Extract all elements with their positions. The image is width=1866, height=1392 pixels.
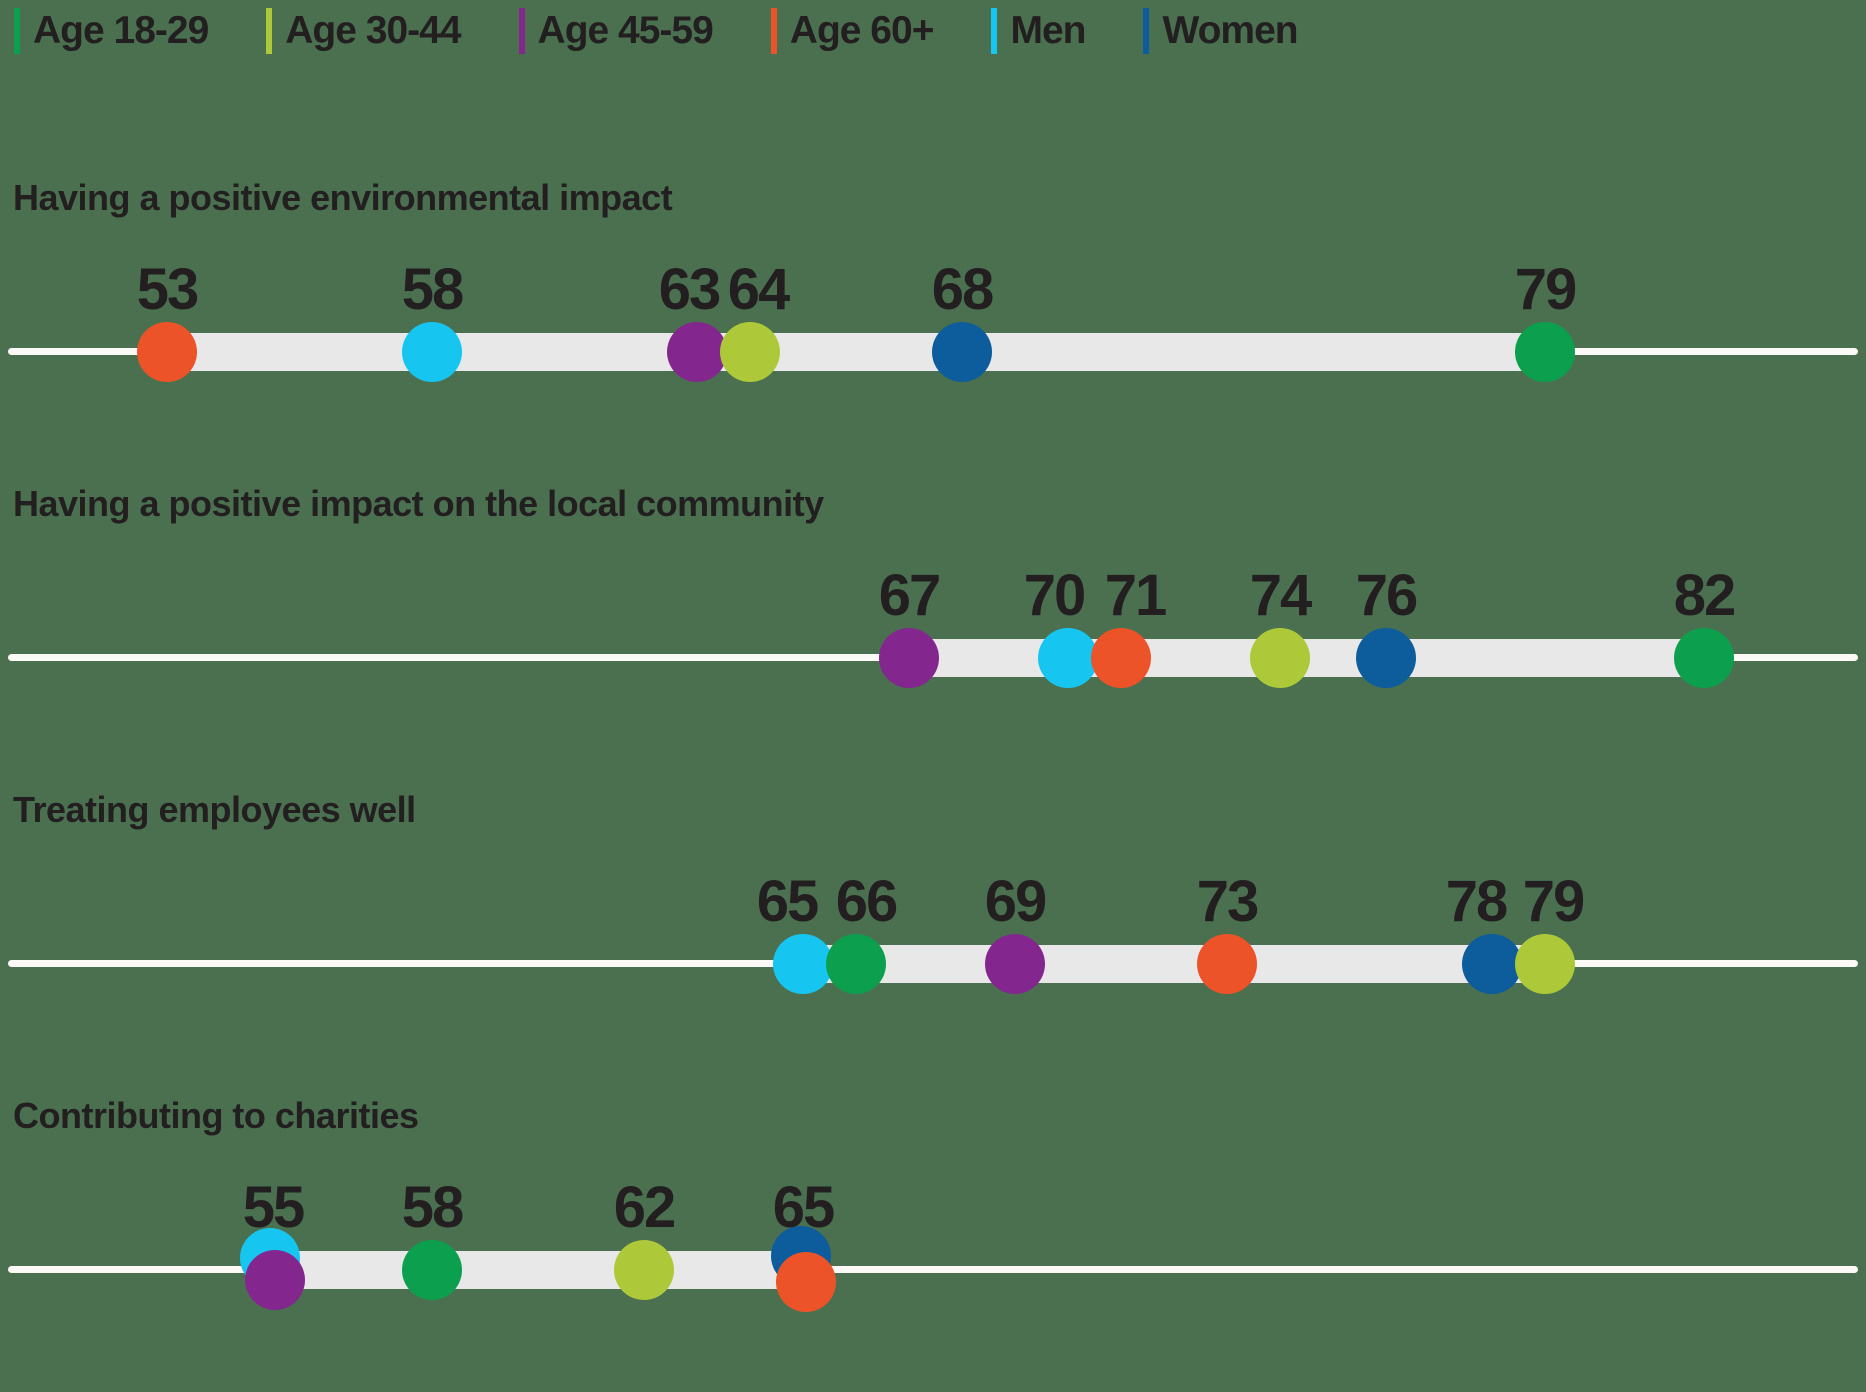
legend-item-age-30-44: Age 30-44 (266, 8, 462, 54)
dot-men (1038, 628, 1098, 688)
legend-item-age-18-29: Age 18-29 (14, 8, 209, 54)
dot-women (1356, 628, 1416, 688)
value-label: 65 (772, 1175, 836, 1240)
row-title: Contributing to charities (13, 1095, 419, 1136)
legend-swatch-age-60-plus (770, 8, 777, 54)
legend-label: Women (1162, 9, 1298, 52)
dot-age-18-29 (402, 1240, 462, 1300)
value-label: 71 (1104, 563, 1168, 628)
legend-swatch-women (1143, 8, 1150, 54)
dot-age-18-29 (826, 934, 886, 994)
value-label: 62 (613, 1175, 677, 1240)
dot-age-18-29 (1515, 322, 1575, 382)
dot-age-30-44 (614, 1240, 674, 1300)
dot-age-45-59 (879, 628, 939, 688)
range-band (167, 333, 1545, 371)
value-label: 58 (401, 1175, 465, 1240)
value-label: 68 (931, 257, 995, 322)
legend-label: Age 60+ (789, 9, 935, 52)
value-label: 79 (1514, 257, 1578, 322)
value-label: 66 (835, 869, 899, 934)
dot-men (402, 322, 462, 382)
legend-swatch-age-30-44 (266, 8, 273, 54)
baseline (8, 1266, 1858, 1273)
row-title: Having a positive impact on the local co… (13, 483, 824, 524)
value-label: 64 (727, 257, 791, 322)
legend-label: Age 18-29 (33, 9, 209, 52)
legend-item-age-60-plus: Age 60+ (770, 8, 935, 54)
value-label: 63 (658, 257, 722, 322)
dot-age-30-44 (1250, 628, 1310, 688)
legend-item-age-45-59: Age 45-59 (518, 8, 714, 54)
value-label: 58 (401, 257, 465, 322)
value-label: 79 (1522, 869, 1586, 934)
legend-item-women: Women (1143, 8, 1299, 54)
value-label: 82 (1673, 563, 1737, 628)
dot-women (1462, 934, 1522, 994)
value-label: 69 (984, 869, 1048, 934)
dot-age-60-plus (1197, 934, 1257, 994)
dot-age-60-plus (137, 322, 197, 382)
row-title: Having a positive environmental impact (13, 177, 673, 218)
dot-women (932, 322, 992, 382)
value-label: 74 (1249, 563, 1313, 628)
range-band (803, 945, 1545, 983)
value-label: 73 (1196, 869, 1260, 934)
dot-age-60-plus (1091, 628, 1151, 688)
dot-age-30-44 (720, 322, 780, 382)
legend-label: Age 30-44 (285, 9, 461, 52)
legend-item-men: Men (991, 8, 1086, 54)
legend-swatch-men (991, 8, 998, 54)
value-label: 70 (1023, 563, 1087, 628)
value-label: 78 (1445, 869, 1509, 934)
legend: Age 18-29 Age 30-44 Age 45-59 Age 60+ Me… (14, 8, 1299, 54)
legend-swatch-age-18-29 (14, 8, 20, 54)
legend-label: Age 45-59 (537, 9, 714, 52)
dot-age-18-29 (1674, 628, 1734, 688)
dot-age-45-59 (245, 1250, 305, 1310)
value-label: 53 (136, 257, 200, 322)
dot-age-30-44 (1515, 934, 1575, 994)
dot-age-60-plus (776, 1252, 836, 1312)
legend-swatch-age-45-59 (518, 8, 525, 54)
dot-age-45-59 (985, 934, 1045, 994)
dot-men (773, 934, 833, 994)
range-band (273, 1251, 803, 1289)
legend-label: Men (1010, 9, 1086, 52)
dot-age-45-59 (667, 322, 727, 382)
value-label: 65 (756, 869, 820, 934)
value-label: 76 (1355, 563, 1419, 628)
value-label: 55 (242, 1175, 306, 1240)
row-title: Treating employees well (13, 789, 416, 830)
value-label: 67 (878, 563, 942, 628)
